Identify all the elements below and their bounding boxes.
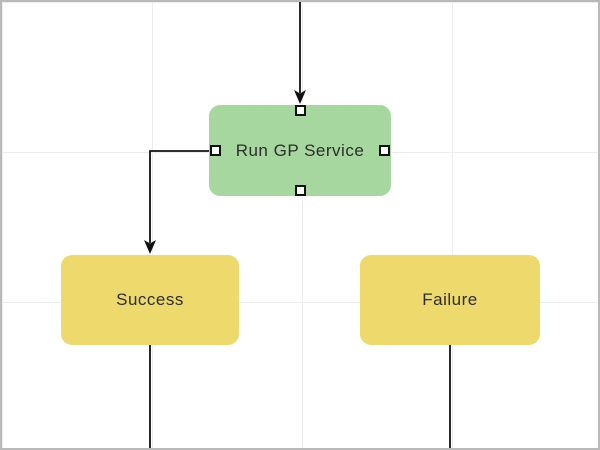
node-failure-label: Failure [422,290,478,309]
node-run-gp-service[interactable]: Run GP Service [209,105,391,196]
node-success-label: Success [116,290,184,309]
link-run-gp-service-to-success[interactable] [149,150,214,243]
port-bottom-icon[interactable] [294,185,306,196]
node-success[interactable]: Success [61,255,239,345]
port-left-icon[interactable] [210,145,221,156]
port-top-icon[interactable] [294,105,306,116]
port-right-icon[interactable] [379,145,390,156]
node-failure[interactable]: Failure [360,255,540,345]
node-run-gp-service-label: Run GP Service [235,140,365,160]
